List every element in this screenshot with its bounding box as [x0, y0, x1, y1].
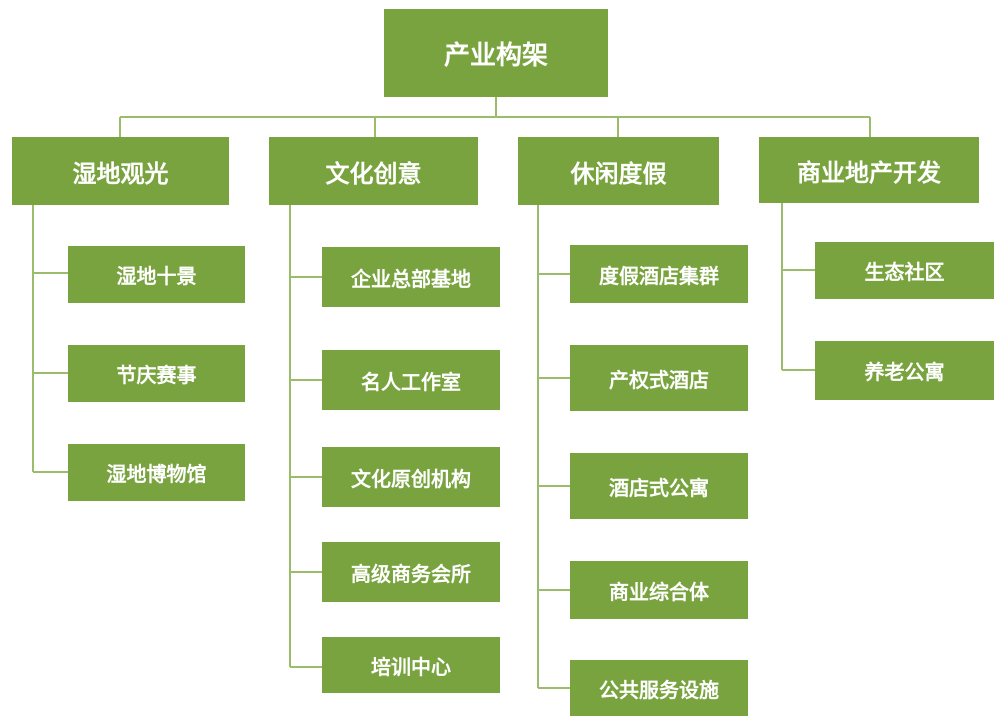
category-node-leisure-vacation: 休闲度假 [518, 137, 719, 205]
leaf-node: 商业综合体 [570, 561, 748, 619]
leaf-node: 湿地博物馆 [68, 444, 245, 501]
leaf-node: 节庆赛事 [68, 345, 245, 402]
leaf-node: 湿地十景 [68, 246, 245, 303]
leaf-node: 度假酒店集群 [570, 245, 748, 303]
leaf-node: 公共服务设施 [570, 660, 748, 716]
leaf-node: 培训中心 [322, 637, 500, 693]
leaf-node: 产权式酒店 [570, 345, 748, 411]
category-node-wetland-tourism: 湿地观光 [12, 137, 229, 205]
leaf-node: 酒店式公寓 [570, 453, 748, 519]
root-node: 产业构架 [384, 9, 608, 97]
category-node-cultural-creative: 文化创意 [269, 137, 478, 205]
category-node-commercial-real-estate: 商业地产开发 [759, 137, 979, 203]
leaf-node: 生态社区 [815, 242, 994, 299]
leaf-node: 企业总部基地 [322, 247, 500, 307]
leaf-node: 养老公寓 [815, 341, 994, 400]
leaf-node: 名人工作室 [322, 350, 500, 410]
leaf-node: 文化原创机构 [322, 447, 500, 507]
leaf-node: 高级商务会所 [322, 542, 500, 602]
